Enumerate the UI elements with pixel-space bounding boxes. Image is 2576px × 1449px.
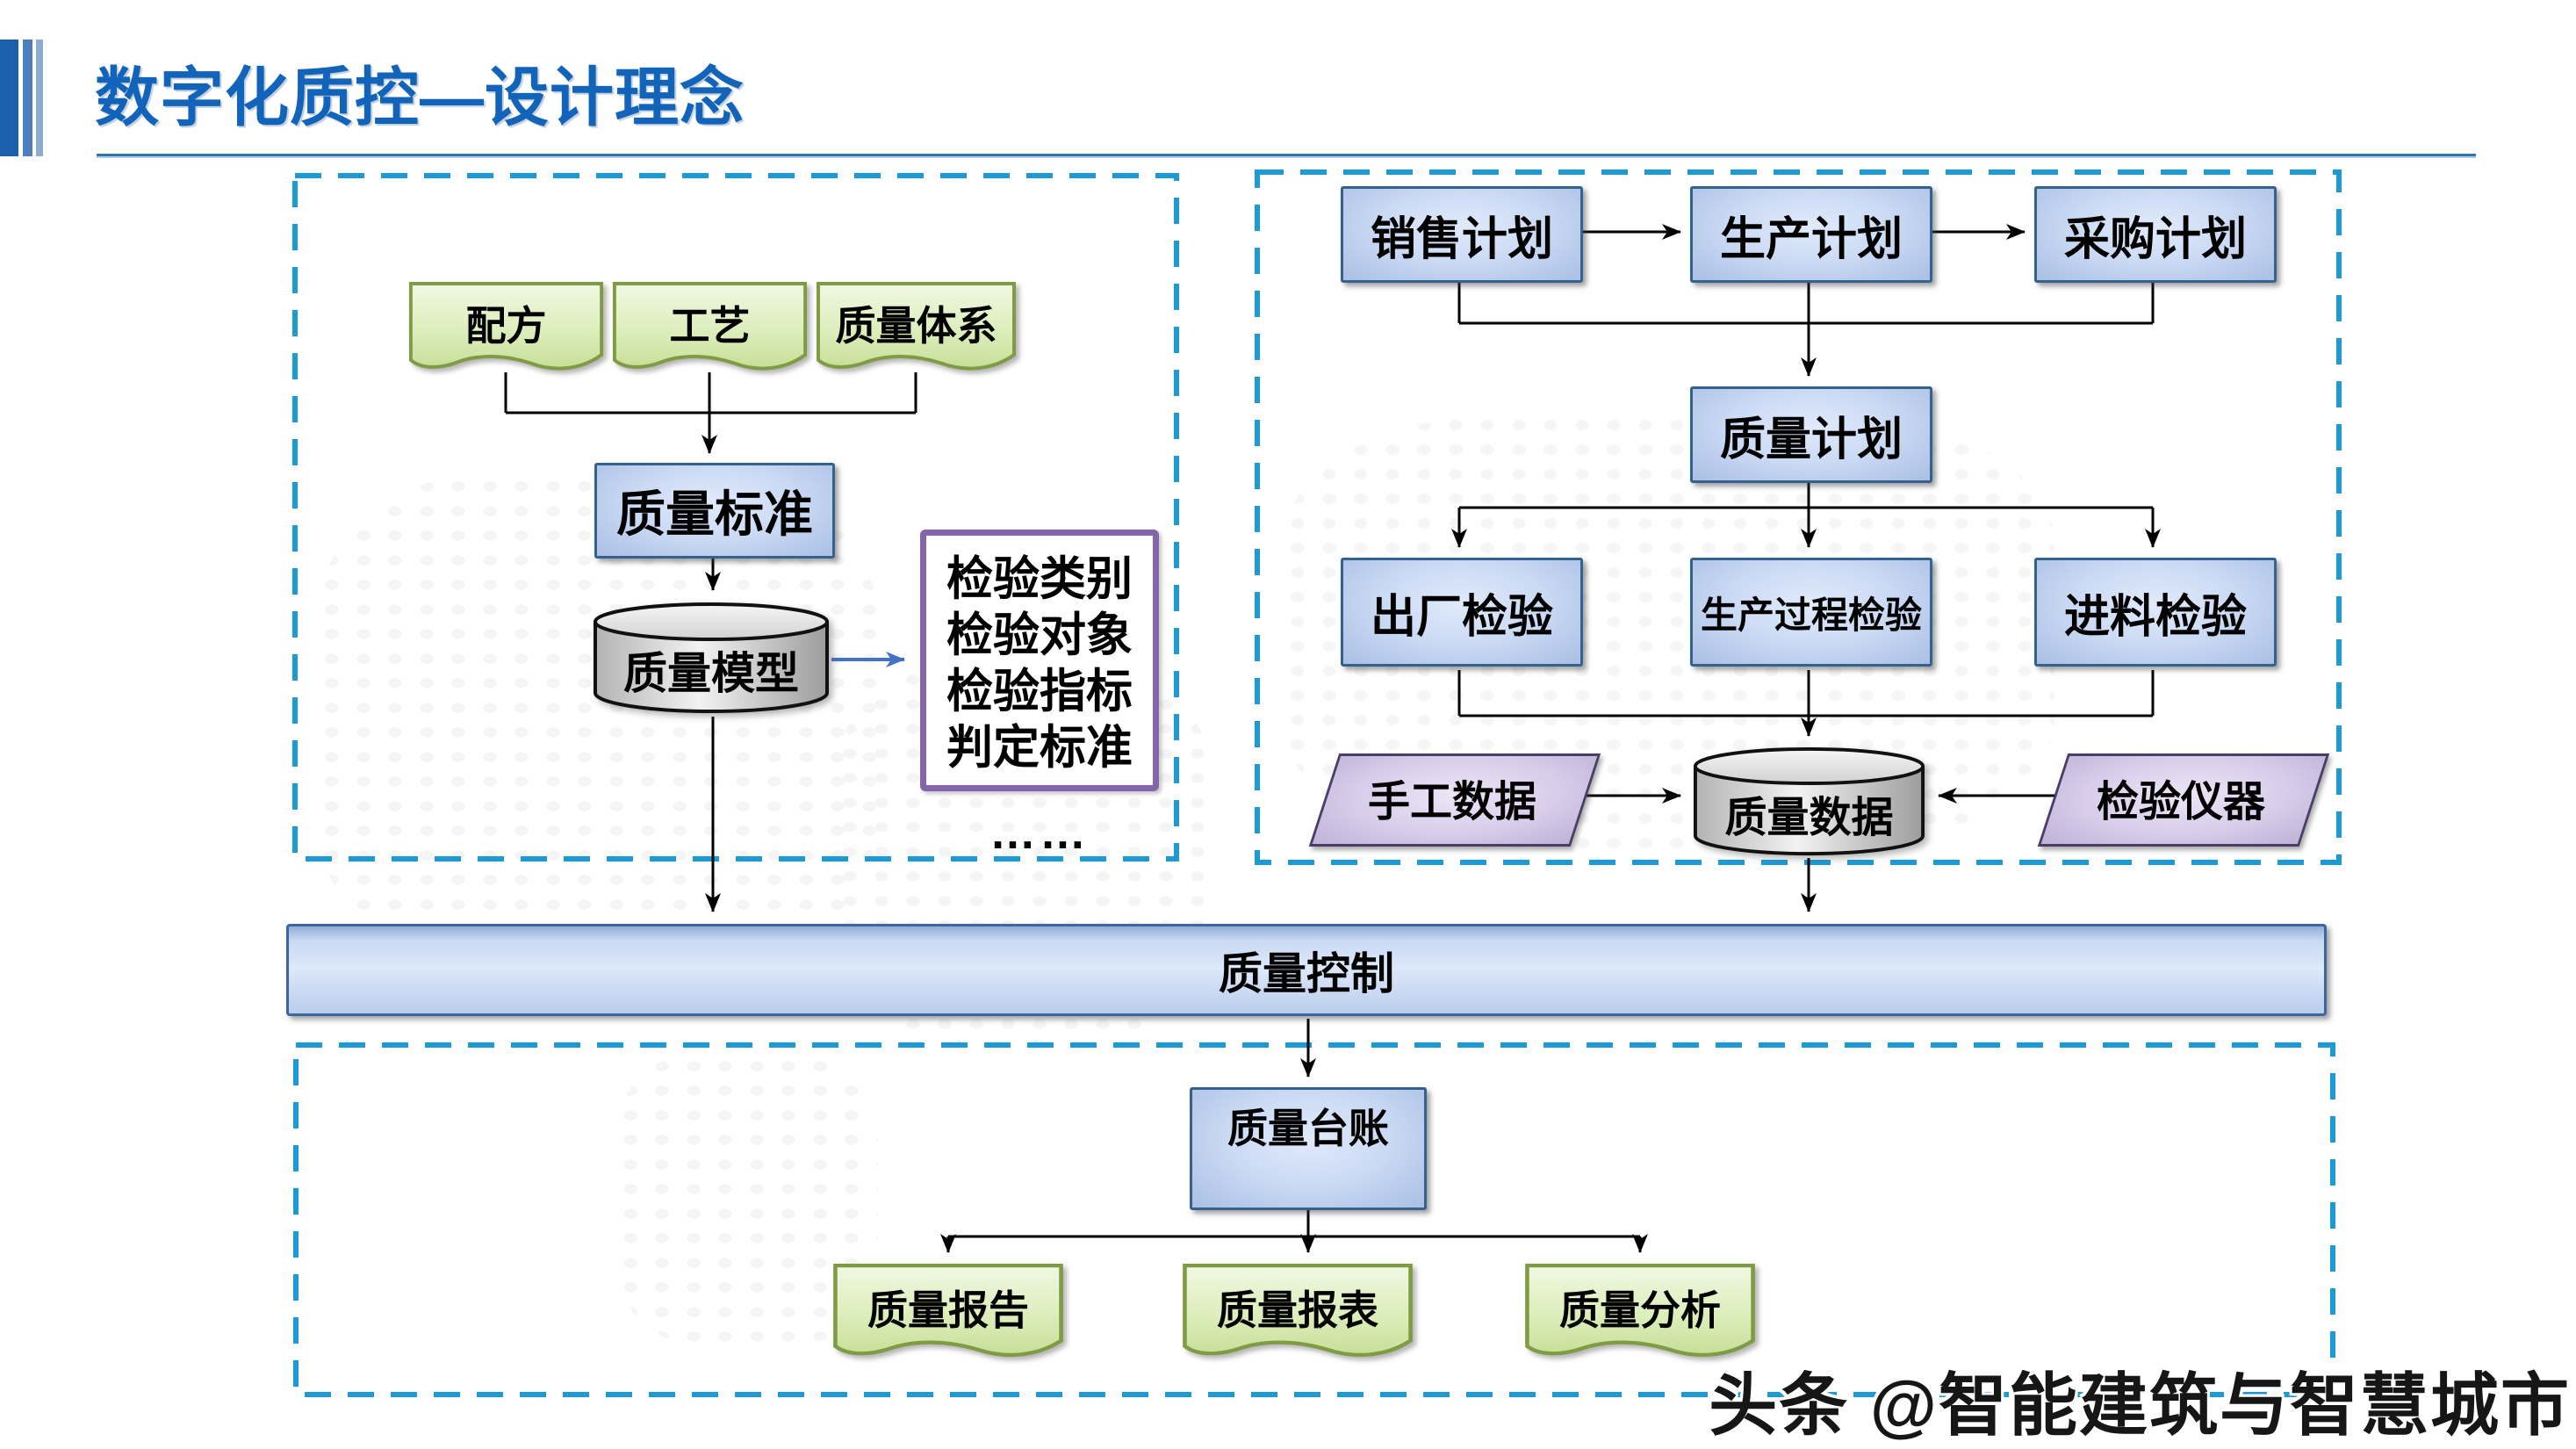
bottom-panel-connectors bbox=[940, 1019, 1648, 1253]
doc-label: 配方 bbox=[465, 303, 547, 350]
wave-document-shape bbox=[612, 282, 808, 371]
production-plan-node: 生产计划 bbox=[1690, 186, 1932, 283]
doc-shape-quality-system: 质量体系 bbox=[816, 281, 1017, 379]
page-title: 数字化质控—设计理念 bbox=[95, 62, 745, 133]
node-label: 质量台账 bbox=[1227, 1106, 1389, 1151]
doc-label: 质量分析 bbox=[1559, 1287, 1721, 1333]
wave-document-shape bbox=[1525, 1264, 1755, 1357]
doc-shape-quality-report: 质量报告 bbox=[832, 1263, 1064, 1366]
detail-line: 检验指标 bbox=[946, 666, 1133, 717]
cylinder-label: 质量模型 bbox=[623, 649, 799, 698]
node-label: 采购计划 bbox=[2063, 213, 2247, 265]
wave-document-shape bbox=[816, 282, 1017, 371]
quality-plan-node: 质量计划 bbox=[1690, 386, 1932, 483]
parallelogram-label: 手工数据 bbox=[1367, 779, 1536, 825]
doc-shape-quality-analysis: 质量分析 bbox=[1524, 1263, 1756, 1366]
detail-ellipsis: …… bbox=[989, 807, 1090, 859]
node-label: 销售计划 bbox=[1370, 213, 1553, 265]
quality-control-bar: 质量控制 bbox=[286, 924, 2327, 1016]
node-label: 进料检验 bbox=[2063, 591, 2247, 643]
doc-label: 质量体系 bbox=[835, 303, 997, 350]
process-inspection-node: 生产过程检验 bbox=[1690, 558, 1932, 667]
quality-data-cylinder: 质量数据 bbox=[1693, 746, 1925, 858]
inspection-detail-box: 检验类别 检验对象 检验指标 判定标准 …… bbox=[920, 530, 1159, 859]
quality-model-cylinder: 质量模型 bbox=[593, 602, 830, 716]
detail-line: 判定标准 bbox=[946, 722, 1133, 774]
bar-label: 质量控制 bbox=[1219, 948, 1394, 998]
outgoing-inspection-node: 出厂检验 bbox=[1341, 558, 1583, 667]
watermark-text: 头条 @智能建筑与智慧城市 bbox=[1709, 1366, 2571, 1444]
node-label: 质量计划 bbox=[1719, 414, 1903, 465]
instrument-parallelogram: 检验仪器 bbox=[2037, 753, 2330, 847]
incoming-inspection-node: 进料检验 bbox=[2034, 558, 2277, 667]
node-label: 质量标准 bbox=[616, 487, 813, 542]
doc-label: 工艺 bbox=[669, 303, 751, 350]
quality-standard-node: 质量标准 bbox=[594, 463, 835, 559]
detail-line: 检验对象 bbox=[946, 609, 1133, 661]
node-label: 出厂检验 bbox=[1370, 591, 1553, 643]
detail-line: 检验类别 bbox=[946, 553, 1133, 605]
quality-ledger-node: 质量台账 bbox=[1190, 1087, 1427, 1210]
wave-document-shape bbox=[1183, 1264, 1413, 1357]
manual-data-parallelogram: 手工数据 bbox=[1308, 753, 1601, 847]
title-accent-bar bbox=[36, 40, 43, 156]
doc-label: 质量报表 bbox=[1217, 1287, 1378, 1333]
sales-plan-node: 销售计划 bbox=[1341, 186, 1583, 283]
title-accent-bar bbox=[23, 40, 32, 156]
node-label: 生产计划 bbox=[1719, 213, 1903, 265]
node-label: 生产过程检验 bbox=[1700, 594, 1922, 636]
title-divider bbox=[97, 154, 2476, 158]
wave-document-shape bbox=[833, 1264, 1063, 1357]
wave-document-shape bbox=[408, 282, 604, 371]
doc-shape-quality-form: 质量报表 bbox=[1182, 1263, 1414, 1366]
parallelogram-label: 检验仪器 bbox=[2096, 779, 2265, 825]
purchase-plan-node: 采购计划 bbox=[2034, 186, 2277, 283]
doc-label: 质量报告 bbox=[867, 1287, 1029, 1333]
doc-shape-recipe: 配方 bbox=[408, 281, 604, 379]
doc-shape-process: 工艺 bbox=[612, 281, 808, 379]
title-accent-bar bbox=[0, 40, 18, 156]
cylinder-label: 质量数据 bbox=[1724, 795, 1894, 842]
